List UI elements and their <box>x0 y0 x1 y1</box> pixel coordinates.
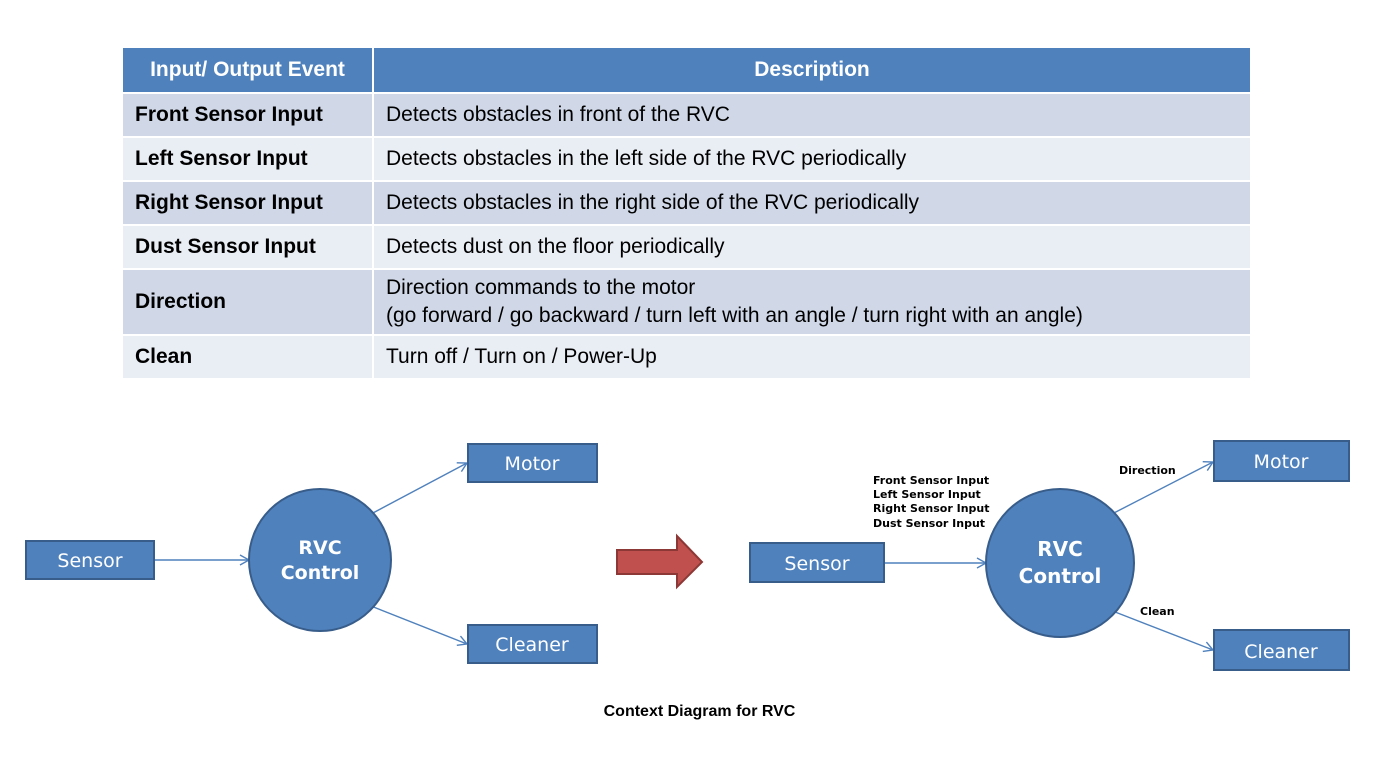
description-cell: Detects dust on the floor periodically <box>373 225 1250 270</box>
rvc-control-label-line2: Control <box>1019 564 1102 588</box>
event-cell: Left Sensor Input <box>123 137 374 182</box>
table-row: Front Sensor Input Detects obstacles in … <box>123 93 1250 138</box>
motor-node: Motor <box>1213 440 1350 482</box>
header-event: Input/ Output Event <box>123 48 374 94</box>
event-cell: Front Sensor Input <box>123 93 374 138</box>
table-row: Dust Sensor Input Detects dust on the fl… <box>123 225 1250 270</box>
sensor-input-label: Right Sensor Input <box>873 502 990 515</box>
sensor-node-label: Sensor <box>57 550 122 572</box>
description-line: Detects obstacles in front of the RVC <box>386 103 730 126</box>
table-row: Left Sensor Input Detects obstacles in t… <box>123 137 1250 182</box>
sensor-inputs-label: Front Sensor Input Left Sensor Input Rig… <box>873 474 990 530</box>
event-cell: Clean <box>123 335 374 378</box>
diagram-caption: Context Diagram for RVC <box>603 703 796 720</box>
description-line: Detects dust on the floor periodically <box>386 235 725 258</box>
transform-arrow-icon <box>616 533 704 590</box>
direction-label: Direction <box>1119 464 1176 477</box>
motor-node-label: Motor <box>505 453 560 475</box>
event-cell: Right Sensor Input <box>123 181 374 226</box>
table-row: Right Sensor Input Detects obstacles in … <box>123 181 1250 226</box>
description-line: (go forward / go backward / turn left wi… <box>386 304 1083 327</box>
rvc-control-node: RVC Control <box>248 488 392 632</box>
right-diagram: Front Sensor Input Left Sensor Input Rig… <box>749 440 1350 671</box>
rvc-control-label-line1: RVC <box>298 537 341 559</box>
control-to-cleaner-arrow <box>1109 609 1215 653</box>
sensor-input-label: Front Sensor Input <box>873 474 989 487</box>
description-cell: Direction commands to the motor (go forw… <box>373 269 1250 336</box>
description-cell: Turn off / Turn on / Power-Up <box>373 335 1250 378</box>
left-diagram: Sensor RVC Control Motor Cleaner <box>25 443 598 664</box>
description-line: Direction commands to the motor <box>386 276 696 299</box>
sensor-node: Sensor <box>25 540 155 580</box>
motor-node: Motor <box>467 443 598 483</box>
sensor-node: Sensor <box>749 542 885 583</box>
table-row: Clean Turn off / Turn on / Power-Up <box>123 335 1250 378</box>
control-to-cleaner-arrow <box>370 605 469 647</box>
rvc-control-label-line2: Control <box>281 562 360 584</box>
description-line: Turn off / Turn on / Power-Up <box>386 345 657 368</box>
sensor-input-label: Dust Sensor Input <box>873 517 985 530</box>
header-description: Description <box>373 48 1250 94</box>
motor-node-label: Motor <box>1254 451 1309 473</box>
description-cell: Detects obstacles in the left side of th… <box>373 137 1250 182</box>
control-to-motor-arrow <box>1109 460 1215 516</box>
description-cell: Detects obstacles in front of the RVC <box>373 93 1250 138</box>
rvc-control-label-line1: RVC <box>1037 537 1083 561</box>
sensor-input-label: Left Sensor Input <box>873 488 981 501</box>
cleaner-node: Cleaner <box>1213 629 1350 671</box>
table-row: Direction Direction commands to the moto… <box>123 269 1250 336</box>
description-line: Detects obstacles in the left side of th… <box>386 147 907 170</box>
description-line: Detects obstacles in the right side of t… <box>386 191 920 214</box>
cleaner-node-label: Cleaner <box>495 634 569 656</box>
control-to-motor-arrow <box>370 462 469 515</box>
cleaner-node: Cleaner <box>467 624 598 664</box>
rvc-control-node: RVC Control <box>985 488 1135 638</box>
io-event-table: Input/ Output Event Description Front Se… <box>123 48 1250 378</box>
sensor-node-label: Sensor <box>784 553 849 575</box>
description-cell: Detects obstacles in the right side of t… <box>373 181 1250 226</box>
event-cell: Direction <box>123 269 374 336</box>
event-cell: Dust Sensor Input <box>123 225 374 270</box>
cleaner-node-label: Cleaner <box>1244 641 1318 663</box>
clean-label: Clean <box>1140 605 1175 618</box>
